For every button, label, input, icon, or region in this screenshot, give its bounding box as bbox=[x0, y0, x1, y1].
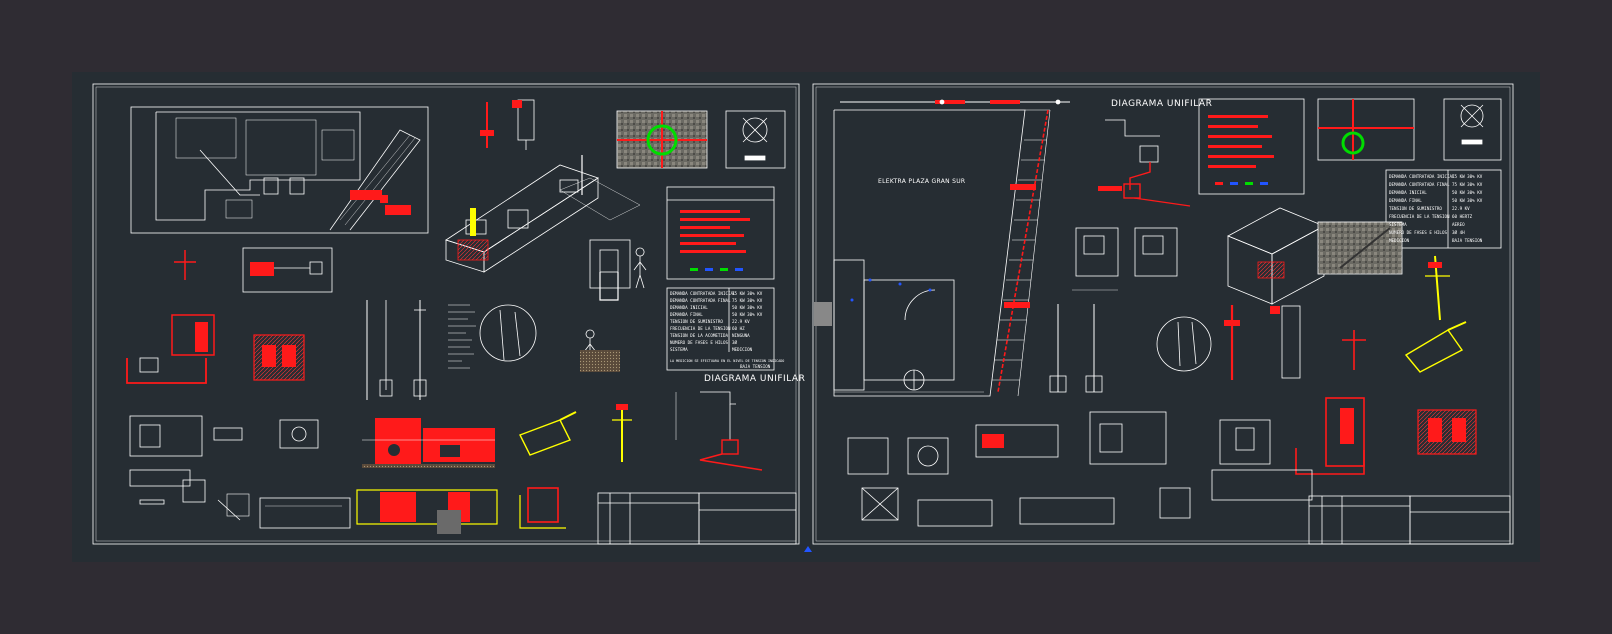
spec-right-label: FRECUENCIA DE LA TENSION bbox=[1389, 214, 1450, 219]
spec-right-label: DEMANDA CONTRATADA INICIAL bbox=[1389, 174, 1455, 179]
spec-left-value: MEDICION bbox=[732, 347, 753, 352]
spec-left-value: NINGUNA bbox=[732, 333, 750, 338]
unifilar-title-right: DIAGRAMA UNIFILAR bbox=[1111, 99, 1212, 109]
north-arrow-box bbox=[725, 110, 786, 169]
note-box-left bbox=[259, 497, 351, 529]
sheet-left bbox=[92, 83, 800, 545]
spec-right-value: 22.9 KV bbox=[1452, 206, 1470, 211]
spec-left-label: TENSION DE SUMINISTRO bbox=[670, 319, 723, 324]
legend-table-right bbox=[1198, 98, 1305, 195]
location-box-right bbox=[1317, 98, 1415, 161]
spec-left-label: SISTEMA bbox=[670, 347, 688, 352]
spec-right-value: BAJA TENSION bbox=[1452, 238, 1483, 243]
spec-left-label: DEMANDA CONTRATADA FINAL bbox=[670, 298, 731, 303]
spec-left-footer-value: BAJA TENSION bbox=[740, 364, 771, 369]
spec-right-value: 75 KW 30% KV bbox=[1452, 182, 1483, 187]
spec-right-value: 50 KW 30% KV bbox=[1452, 190, 1483, 195]
spec-left-value: 75 KW 30% KV bbox=[732, 298, 763, 303]
red-cabinet-detail bbox=[375, 418, 421, 466]
spec-right-label: TENSION DE SUMINISTRO bbox=[1389, 206, 1442, 211]
sheet-divider-marker bbox=[804, 546, 812, 552]
spec-right-label: MEDICION bbox=[1389, 238, 1410, 243]
site-plan bbox=[130, 106, 429, 234]
site-label: ELEKTRA PLAZA GRAN SUR bbox=[878, 178, 965, 185]
spec-right-label: DEMANDA INICIAL bbox=[1389, 190, 1427, 195]
spec-right-label: DEMANDA FINAL bbox=[1389, 198, 1422, 203]
spec-left-value: 50 KW 30% KV bbox=[732, 305, 763, 310]
spec-right-label: SISTEMA bbox=[1389, 222, 1407, 227]
spec-table-left-text: DEMANDA CONTRATADA INICIAL DEMANDA CONTR… bbox=[670, 291, 784, 369]
spec-left-value: 22.9 KV bbox=[732, 319, 750, 324]
sheet-right-border bbox=[812, 83, 1514, 545]
spec-table-right bbox=[1385, 169, 1502, 249]
spec-table-left bbox=[666, 287, 775, 371]
spec-right-value: AEREO bbox=[1452, 222, 1465, 227]
unifilar-title-left: DIAGRAMA UNIFILAR bbox=[704, 374, 805, 384]
spec-left-value: 60 HZ bbox=[732, 326, 745, 331]
legend-table bbox=[666, 186, 775, 280]
spec-right-value: 50 KW 30% KV bbox=[1452, 198, 1483, 203]
spec-right-value: 75 KW 30% KV bbox=[1452, 174, 1483, 179]
spec-left-value: 3Ø bbox=[732, 340, 738, 345]
spec-left-label: FRECUENCIA DE LA TENSION bbox=[670, 326, 731, 331]
north-arrow-box-right bbox=[1443, 98, 1502, 161]
sheet-left-border bbox=[92, 83, 800, 545]
spec-left-value: 75 KW 30% KV bbox=[732, 291, 763, 296]
spec-right-label: NUMERO DE FASES E HILOS bbox=[1389, 230, 1447, 235]
spec-table-right-text: DEMANDA CONTRATADA INICIAL DEMANDA CONTR… bbox=[1389, 174, 1483, 243]
spec-left-value: 50 KW 30% KV bbox=[732, 312, 763, 317]
drawing-area bbox=[72, 72, 1540, 562]
spec-right-value: 60 HERTZ bbox=[1452, 214, 1473, 219]
spec-left-label: DEMANDA INICIAL bbox=[670, 305, 708, 310]
spec-left-label: DEMANDA FINAL bbox=[670, 312, 703, 317]
spec-right-value: 3Ø 4H bbox=[1452, 230, 1465, 235]
sheet-right bbox=[812, 83, 1514, 545]
spec-left-label: TENSION DE LA ACOMETIDA bbox=[670, 333, 728, 338]
spec-left-label: DEMANDA CONTRATADA INICIAL bbox=[670, 291, 736, 296]
spec-left-label: NUMERO DE FASES E HILOS bbox=[670, 340, 728, 345]
spec-right-label: DEMANDA CONTRATADA FINAL bbox=[1389, 182, 1450, 187]
spec-left-footer: LA MEDICION SE EFECTUARA EN EL NIVEL DE … bbox=[670, 359, 784, 363]
